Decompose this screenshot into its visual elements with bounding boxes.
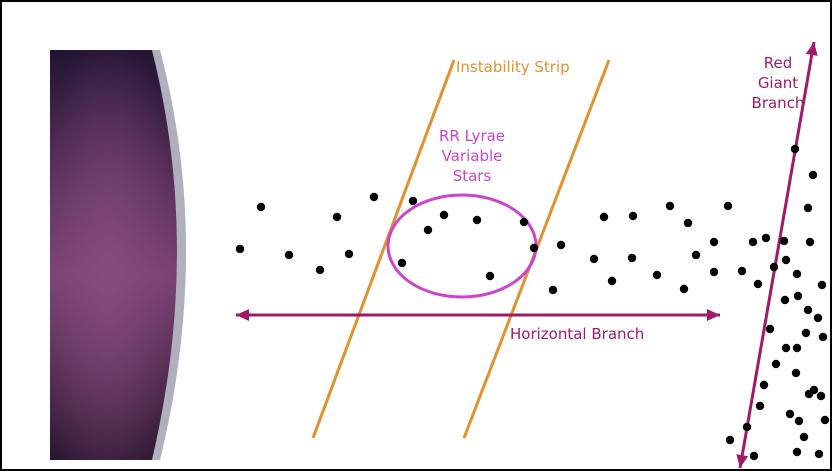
star-point xyxy=(803,305,813,315)
star-point xyxy=(725,435,735,445)
horizontal-branch-arrow-head-start xyxy=(236,309,249,321)
star-point xyxy=(780,295,790,305)
star-point xyxy=(332,212,342,222)
star-point xyxy=(679,284,689,294)
star-point xyxy=(769,262,779,272)
star-point xyxy=(589,254,599,264)
star-point xyxy=(652,270,662,280)
rr-lyrae-label-line-2: Variable xyxy=(441,147,503,165)
red-giant-branch-label-line-1: Red xyxy=(763,54,793,72)
star-point xyxy=(742,422,752,432)
star-point xyxy=(805,237,815,247)
star-point xyxy=(439,210,449,220)
star-point xyxy=(771,359,781,369)
instability-strip-lines xyxy=(311,59,611,439)
star-point xyxy=(761,233,771,243)
star-point xyxy=(817,280,827,290)
star-point xyxy=(793,291,803,301)
star-point xyxy=(779,236,789,246)
red-giant-branch-arrow-head-start xyxy=(736,454,749,468)
star-point xyxy=(235,244,245,254)
star-point xyxy=(256,202,266,212)
star-point xyxy=(759,380,769,390)
star-point xyxy=(804,389,814,399)
star-points xyxy=(235,144,830,461)
star-point xyxy=(737,266,747,276)
star-point xyxy=(628,211,638,221)
star-point xyxy=(723,201,733,211)
star-point xyxy=(472,215,482,225)
star-point xyxy=(801,328,811,338)
star-point xyxy=(813,313,823,323)
star-point xyxy=(709,267,719,277)
rr-lyrae-label-line-1: RR Lyrae xyxy=(438,127,506,145)
star-point xyxy=(485,271,495,281)
star-point xyxy=(820,415,830,425)
star-point xyxy=(794,416,804,426)
star-point xyxy=(369,192,379,202)
star-point xyxy=(519,217,529,227)
star-point xyxy=(423,225,433,235)
star-point xyxy=(818,332,828,342)
rr-lyrae-label: RR Lyrae Variable Stars xyxy=(422,126,522,186)
instability-strip-line-1 xyxy=(311,59,456,439)
instability-strip-label: Instability Strip xyxy=(456,57,598,77)
star-point xyxy=(599,212,609,222)
horizontal-branch-arrow xyxy=(236,309,720,321)
star-point xyxy=(548,285,558,295)
star-point xyxy=(529,243,539,253)
red-giant-branch-arrow xyxy=(736,41,818,469)
star-point xyxy=(709,237,719,247)
horizontal-branch-label: Horizontal Branch xyxy=(510,325,645,343)
star-point xyxy=(781,343,791,353)
star-point xyxy=(781,255,791,265)
star-point xyxy=(785,409,795,419)
star-point xyxy=(803,203,813,213)
red-giant-branch-label-line-2: Giant xyxy=(757,74,799,92)
star-point xyxy=(315,265,325,275)
star-point xyxy=(556,240,566,250)
star-point xyxy=(344,249,354,259)
star-point xyxy=(816,391,826,401)
horizontal-branch-arrow-head-end xyxy=(707,309,720,321)
rr-lyrae-label-line-3: Stars xyxy=(452,167,492,185)
star-point xyxy=(749,451,759,461)
star-point xyxy=(397,258,407,268)
star-point xyxy=(665,201,675,211)
star-point xyxy=(408,196,418,206)
star-point xyxy=(790,144,800,154)
red-giant-branch-label: Red Giant Branch xyxy=(748,53,808,113)
red-giant-branch-arrow-shaft xyxy=(738,41,816,469)
star-point xyxy=(791,368,801,378)
star-point xyxy=(792,269,802,279)
star-point xyxy=(765,324,775,334)
red-giant-branch-arrow-head-end xyxy=(805,42,818,56)
rr-lyrae-ellipse xyxy=(386,193,538,299)
star-point xyxy=(814,449,824,459)
decorative-side-panel xyxy=(50,50,186,460)
star-point xyxy=(284,250,294,260)
star-point xyxy=(627,253,637,263)
star-point xyxy=(748,237,758,247)
star-point xyxy=(792,447,802,457)
star-point xyxy=(755,401,765,411)
star-point xyxy=(808,170,818,180)
star-point xyxy=(792,343,802,353)
star-point xyxy=(607,276,617,286)
star-point xyxy=(691,250,701,260)
star-point xyxy=(753,279,763,289)
star-point xyxy=(683,218,693,228)
red-giant-branch-label-line-3: Branch xyxy=(751,94,805,112)
star-point xyxy=(799,432,809,442)
